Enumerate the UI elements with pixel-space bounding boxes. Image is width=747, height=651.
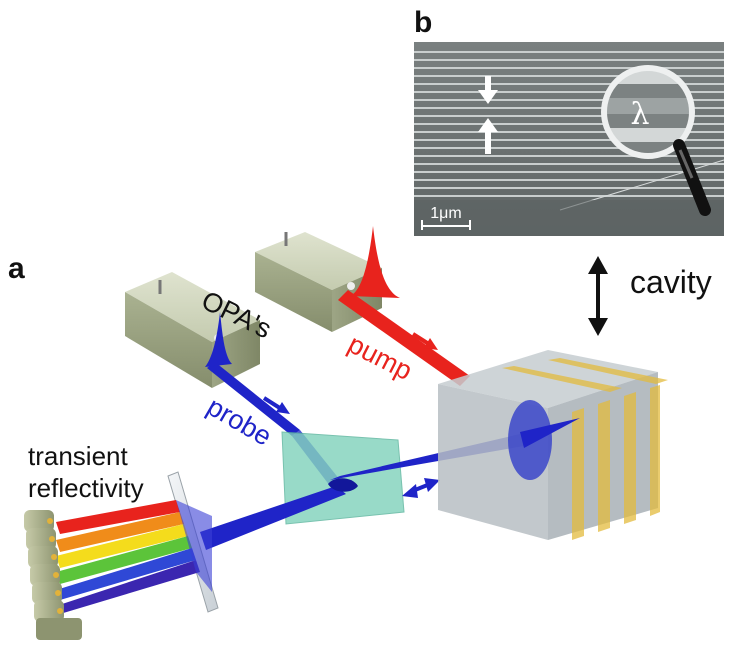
scale-bar-label: 1μm [430, 205, 461, 222]
panel-b-label: b [414, 6, 433, 39]
wavelength-symbol: λ [630, 97, 649, 132]
panel-a-label: a [8, 252, 25, 285]
sem-image: λ 1μm [414, 42, 725, 236]
detector-array [24, 510, 82, 640]
cavity-layers [502, 358, 668, 540]
substrate-region [414, 200, 724, 236]
cavity-label: cavity [630, 264, 712, 300]
pump-beam [338, 226, 470, 386]
magnifier-icon: λ [601, 65, 711, 216]
period-arrows [478, 76, 498, 154]
cavity-sample [438, 350, 668, 540]
scale-bar: 1μm [421, 205, 471, 230]
dispersed-spectrum [56, 500, 212, 614]
probe-backreflection-arrow [402, 478, 440, 498]
transient-reflectivity-label: transient reflectivity [28, 440, 208, 504]
cavity-double-arrow [588, 256, 608, 336]
transient-label-line2: reflectivity [28, 473, 144, 503]
transient-label-line1: transient [28, 441, 128, 471]
